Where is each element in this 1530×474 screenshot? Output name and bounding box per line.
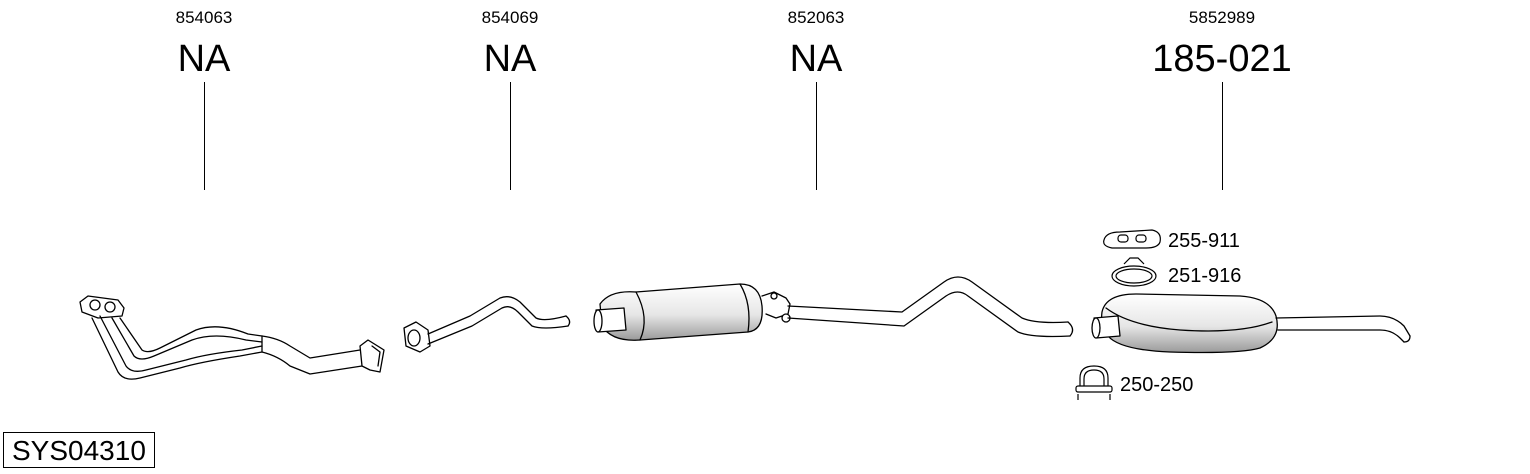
pipe-clamp-icon[interactable] [1111,257,1157,287]
front-pipe-drawing[interactable] [79,295,385,380]
rear-silencer-drawing[interactable] [1091,293,1411,354]
part-4-leader-line [1222,82,1223,190]
accessory-label-250-250[interactable]: 250-250 [1120,374,1194,396]
part-2-reference[interactable]: NA [483,38,537,80]
part-4-reference[interactable]: 185-021 [1152,38,1292,80]
system-code-box: SYS04310 [3,432,155,468]
part-1-leader-line [204,82,205,190]
part-3-reference[interactable]: NA [789,38,843,80]
rubber-hanger-icon[interactable] [1103,229,1161,249]
part-2-leader-line [510,82,511,190]
part-1-oe-number: 854063 [175,8,233,27]
u-bolt-clamp-icon[interactable] [1075,365,1113,400]
part-4-oe-number: 5852989 [1188,8,1256,27]
intermediate-pipe-drawing[interactable] [403,296,571,353]
part-1-reference[interactable]: NA [177,38,231,80]
accessory-label-251-916[interactable]: 251-916 [1168,265,1242,287]
part-3-leader-line [816,82,817,190]
part-3-oe-number: 852063 [787,8,845,27]
part-2-oe-number: 854069 [481,8,539,27]
middle-silencer-drawing[interactable] [593,276,1074,341]
accessory-label-255-911[interactable]: 255-911 [1168,230,1240,252]
